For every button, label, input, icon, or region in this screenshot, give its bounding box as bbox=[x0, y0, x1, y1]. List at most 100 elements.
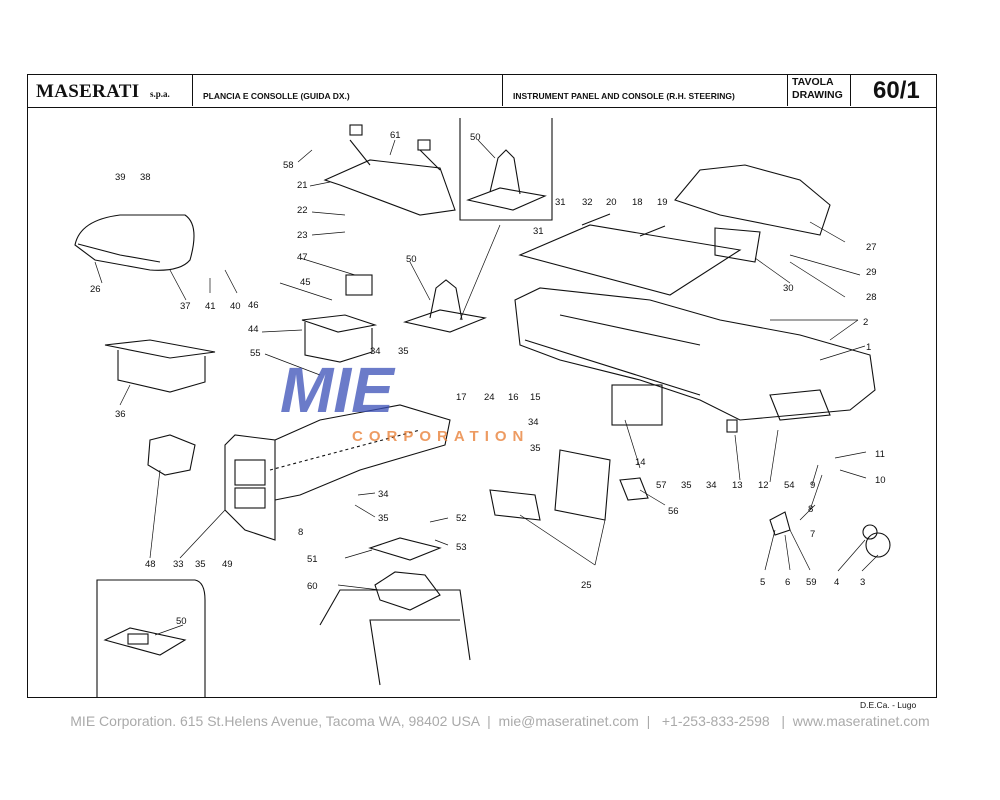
trim-ring-51 bbox=[368, 537, 442, 561]
part-label-60: 60 bbox=[307, 581, 318, 592]
watermark-sub: CORPORATION bbox=[352, 428, 529, 445]
part-label-25: 25 bbox=[581, 580, 592, 591]
part-label-48: 48 bbox=[145, 559, 156, 570]
part-label-17: 17 bbox=[456, 392, 467, 403]
boot-base-plate bbox=[466, 187, 547, 211]
part-label-41: 41 bbox=[205, 301, 216, 312]
part-label-24: 24 bbox=[484, 392, 495, 403]
mie-watermark: MIE CORPORATION bbox=[280, 354, 529, 445]
brand-suffix: s.p.a. bbox=[150, 89, 170, 99]
part-label-35e: 35 bbox=[681, 480, 692, 491]
part-label-39: 39 bbox=[115, 172, 126, 183]
part-label-50a: 50 bbox=[470, 132, 481, 143]
part-label-49: 49 bbox=[222, 559, 233, 570]
tunnel-outline bbox=[319, 589, 471, 686]
radio-bezel-14 bbox=[611, 384, 663, 426]
tray-21 bbox=[323, 159, 456, 216]
console-33-slot-upper bbox=[234, 459, 266, 486]
box-44-top bbox=[301, 314, 378, 333]
binnacle-27 bbox=[674, 164, 831, 236]
storage-bin-36-top bbox=[104, 339, 216, 359]
storage-bin-36-body bbox=[117, 350, 206, 393]
part-label-33: 33 bbox=[173, 559, 184, 570]
part-label-52: 52 bbox=[456, 513, 467, 524]
bezel-25-left bbox=[489, 489, 541, 521]
part-label-46: 46 bbox=[248, 300, 259, 311]
leader-lines bbox=[94, 139, 879, 636]
brand-name: MASERATI bbox=[36, 81, 140, 102]
part-label-11: 11 bbox=[875, 449, 885, 460]
part-label-38: 38 bbox=[140, 172, 151, 183]
watermark-brand: MIE bbox=[280, 354, 396, 426]
part-label-35c: 35 bbox=[378, 513, 389, 524]
part-label-50c: 50 bbox=[176, 616, 187, 627]
part-label-31: 31 bbox=[555, 197, 566, 208]
part-label-35d: 35 bbox=[195, 559, 206, 570]
part-label-12: 12 bbox=[758, 480, 769, 491]
part-label-45: 45 bbox=[300, 277, 311, 288]
part-label-54: 54 bbox=[784, 480, 795, 491]
bracket-50-inset bbox=[103, 627, 187, 656]
switch-4 bbox=[862, 524, 878, 540]
part-label-55: 55 bbox=[250, 348, 261, 359]
part-label-5: 5 bbox=[760, 577, 765, 588]
part-label-31b: 31 bbox=[533, 226, 544, 237]
dashboard-1-ridges bbox=[524, 314, 701, 396]
part-label-13: 13 bbox=[732, 480, 743, 491]
title-block: MASERATI s.p.a. PLANCIA E CONSOLLE (GUID… bbox=[27, 74, 937, 108]
armrest-26 bbox=[74, 214, 195, 271]
part-label-44: 44 bbox=[248, 324, 259, 335]
vent-strips-19-20 bbox=[581, 213, 666, 237]
gear-boot-50-top bbox=[489, 149, 521, 195]
part-label-59: 59 bbox=[806, 577, 817, 588]
dashboard-1 bbox=[514, 287, 876, 421]
part-label-10: 10 bbox=[875, 475, 886, 486]
title-english-cell: INSTRUMENT PANEL AND CONSOLE (R.H. STEER… bbox=[503, 75, 788, 106]
part-label-30: 30 bbox=[783, 283, 794, 294]
part-label-61: 61 bbox=[390, 130, 401, 141]
part-label-15: 15 bbox=[530, 392, 541, 403]
tray-21-clip-left bbox=[349, 124, 363, 136]
drawing-frame bbox=[27, 74, 937, 698]
part-label-53: 53 bbox=[456, 542, 467, 553]
bracket-56 bbox=[619, 477, 649, 501]
part-label-56: 56 bbox=[668, 506, 679, 517]
part-label-2: 2 bbox=[863, 317, 868, 328]
part-label-37: 37 bbox=[180, 301, 191, 312]
part-label-34b: 34 bbox=[528, 417, 539, 428]
part-label-14: 14 bbox=[635, 457, 646, 468]
console-guide-line bbox=[269, 429, 421, 471]
switch-block-48 bbox=[147, 434, 196, 476]
part-label-58: 58 bbox=[283, 160, 294, 171]
drawing-number-cell: 60/1 bbox=[851, 75, 935, 106]
cover-30 bbox=[714, 227, 761, 263]
part-label-9: 9 bbox=[810, 480, 815, 491]
part-label-36: 36 bbox=[115, 409, 126, 420]
part-label-40: 40 bbox=[230, 301, 241, 312]
drawing-credit: D.E.Ca. - Lugo bbox=[860, 700, 917, 710]
part-label-35a: 35 bbox=[398, 346, 409, 357]
inset-frame-top bbox=[459, 118, 553, 221]
title-italian: PLANCIA E CONSOLLE (GUIDA DX.) bbox=[203, 91, 350, 101]
armrest-seam bbox=[77, 243, 161, 263]
gear-boot-60 bbox=[374, 571, 441, 611]
part-label-47: 47 bbox=[297, 252, 308, 263]
part-label-34d: 34 bbox=[706, 480, 717, 491]
part-label-16: 16 bbox=[508, 392, 519, 403]
part-label-18: 18 bbox=[632, 197, 643, 208]
part-label-1: 1 bbox=[866, 342, 871, 353]
part-label-21: 21 bbox=[297, 180, 308, 191]
part-label-8b: 8 bbox=[808, 504, 813, 515]
bracket-50-window bbox=[127, 633, 149, 645]
console-33-top bbox=[274, 404, 451, 501]
tray-21-clip-right bbox=[417, 139, 431, 151]
part-label-34c: 34 bbox=[378, 489, 389, 500]
switch-13 bbox=[726, 419, 738, 433]
tray-21-arms bbox=[349, 139, 441, 171]
part-label-20: 20 bbox=[606, 197, 617, 208]
part-label-27: 27 bbox=[866, 242, 877, 253]
part-label-35b: 35 bbox=[530, 443, 541, 454]
part-label-19: 19 bbox=[657, 197, 668, 208]
contact-footer: MIE Corporation. 615 St.Helens Avenue, T… bbox=[70, 713, 930, 729]
